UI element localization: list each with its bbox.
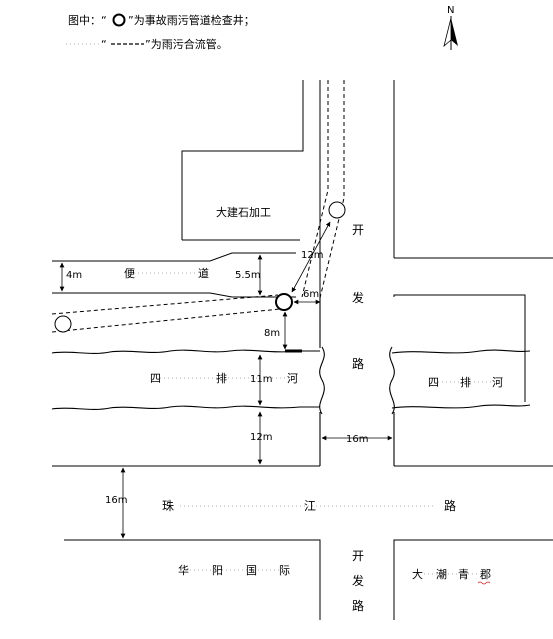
dachao-char-3: 青 — [458, 568, 469, 581]
bottom-blocks — [64, 539, 553, 620]
dim-12m-pipe-label: 12m — [301, 250, 323, 261]
sidewalk-char-2: 道 — [198, 266, 209, 280]
manhole-incident-icon — [275, 293, 293, 311]
kaifa-bottom-char-3: 路 — [352, 598, 364, 613]
dachao-char-2: 潮 — [436, 567, 447, 581]
kaifa-top-char-1: 开 — [352, 223, 364, 237]
dim-16m-zhujiang-label: 16m — [105, 495, 127, 506]
zhujiang-char-1: 珠 — [162, 499, 174, 513]
legend-line1-prefix: 图中：“ — [68, 14, 107, 27]
dachao-char-4: 郡 — [480, 568, 491, 581]
river-banks — [51, 297, 553, 467]
river-right-char-1: 四 — [428, 376, 439, 389]
kaifa-top-char-2: 发 — [352, 290, 364, 305]
river-right-char-3: 河 — [492, 376, 503, 389]
river-char-3: 河 — [287, 372, 298, 385]
dachao-char-1: 大 — [412, 567, 423, 581]
river-width-label: 11m — [250, 374, 272, 385]
zhujiang-char-2: 江 — [304, 499, 316, 513]
dim-12m-bank-label: 12m — [250, 432, 272, 443]
spellcheck-squiggle — [477, 581, 491, 585]
sidewalk — [52, 252, 322, 298]
kaifa-bottom-char-2: 发 — [352, 573, 364, 588]
kaifa-road-top — [319, 80, 553, 402]
manhole-west-icon — [54, 315, 72, 333]
manhole-north-icon — [328, 201, 346, 219]
north-arrow-icon: N — [443, 5, 458, 50]
dim-16m-road-label: 16m — [346, 434, 368, 445]
dim-4m-label: 4m — [66, 270, 82, 281]
legend-line2-prefix: “ — [101, 38, 107, 51]
factory-label: 大建石加工 — [216, 205, 271, 219]
huayang-char-3: 国 — [246, 564, 257, 577]
zhujiang-char-3: 路 — [444, 498, 456, 513]
huayang-char-4: 际 — [279, 564, 290, 577]
manhole-legend-icon — [112, 13, 126, 27]
dim-5-5m-label: 5.5m — [235, 270, 261, 281]
huayang-char-1: 华 — [178, 563, 189, 577]
dim-8m-label: 8m — [264, 328, 280, 339]
factory-block — [181, 80, 321, 241]
dim-6m-label: 6m — [303, 289, 319, 300]
sidewalk-char-1: 便 — [124, 267, 135, 280]
legend-line1-suffix: ”为事故雨污管道检查井； — [128, 13, 255, 27]
legend: 图中：“ ”为事故雨污管道检查井； “ ”为雨污合流管。 — [66, 13, 255, 51]
kaifa-bottom-char-1: 开 — [352, 549, 364, 563]
river-char-2: 排 — [216, 371, 227, 385]
river-right-char-2: 排 — [460, 375, 471, 389]
pipe-vertical — [301, 80, 345, 299]
legend-line2-suffix: ”为雨污合流管。 — [145, 37, 228, 51]
dim-12m-pipe-arrow — [291, 221, 331, 293]
huayang-char-2: 阳 — [212, 564, 223, 577]
kaifa-top-char-3: 路 — [352, 356, 364, 371]
pipe-horizontal — [51, 294, 291, 333]
north-label: N — [447, 5, 454, 16]
river-char-1: 四 — [150, 372, 161, 385]
